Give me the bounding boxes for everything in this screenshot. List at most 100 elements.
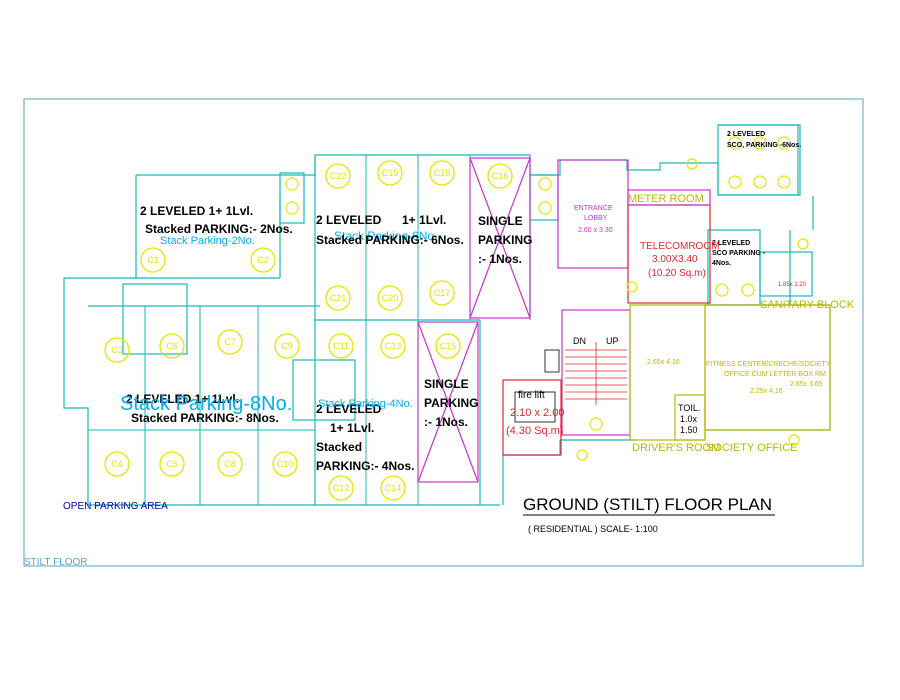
meter-room-label: METER ROOM: [628, 193, 704, 205]
core-rooms: [502, 159, 831, 456]
sco-top-line1: 2 LEVELED: [727, 131, 765, 138]
toilet-size1: 1.0x: [680, 414, 698, 424]
top-left-stack-line1: 2 LEVELED 1+ 1Lvl.: [140, 204, 253, 218]
page-subtitle: ( RESIDENTIAL ) SCALE- 1:100: [528, 524, 658, 534]
fitness-label: FITNESS CENTER/CRECHE/SOCIETY: [706, 361, 831, 368]
car-c22: C22: [325, 163, 351, 189]
entrance-lobby: [557, 159, 629, 269]
svg-text:C16: C16: [492, 171, 509, 181]
svg-text:C11: C11: [333, 341, 349, 351]
car-c1: C1: [140, 247, 166, 273]
entrance-size: 2.60 x 3.30: [578, 227, 613, 234]
single-parking-top: [469, 157, 531, 319]
bike-markers: [285, 136, 809, 461]
single-parking-mid: [417, 321, 479, 483]
svg-text:C10: C10: [277, 459, 294, 469]
toilet-name: TOIL.: [678, 403, 700, 413]
lift-box: [514, 349, 560, 423]
telecom-name: TELECOMROOM: [640, 241, 719, 252]
meter-room: [627, 189, 711, 206]
toilet-size2: 1.50: [680, 425, 698, 435]
car-c8: C8: [217, 451, 243, 477]
driver-size: 2.65x 4.16: [647, 359, 680, 366]
car-c21: C21: [325, 285, 351, 311]
top-mid-stack-line1b: 1+ 1Lvl.: [402, 213, 446, 227]
car-c19: C19: [377, 160, 403, 186]
sanitary-size: 1.85x 1.20: [778, 282, 807, 288]
mid-stack-overlay: Stack Parking-4No.: [318, 398, 413, 410]
left-big-stack-line1: 2 LEVELED 1+ 1Lvl.: [126, 392, 239, 406]
mid-single-line3: :- 1Nos.: [424, 415, 468, 429]
entrance-name1: ENTRANCE: [574, 205, 613, 212]
fire-lift-area: (4.30 Sq.m): [506, 425, 563, 437]
top-mid-stack-line1: 2 LEVELED: [316, 213, 382, 227]
fitness-size2: 2.65x 3.65: [790, 381, 823, 388]
car-c12: C12: [328, 475, 354, 501]
car-c3: C3: [104, 337, 130, 363]
mid-stack-line4: PARKING:- 4Nos.: [316, 459, 414, 473]
frame-label: STILT FLOOR: [24, 557, 88, 568]
svg-text:C8: C8: [224, 459, 236, 469]
top-single-line1: SINGLE: [478, 214, 523, 228]
car-c6: C6: [159, 333, 185, 359]
car-c15: C15: [435, 333, 461, 359]
svg-text:C20: C20: [382, 293, 399, 303]
car-c10: C10: [272, 451, 298, 477]
svg-text:C5: C5: [166, 459, 178, 469]
svg-text:C9: C9: [281, 341, 293, 351]
car-c20: C20: [377, 285, 403, 311]
stair-dn: DN: [573, 336, 586, 346]
mid-stack-line3: Stacked: [316, 440, 362, 454]
car-c11: C11: [328, 333, 354, 359]
fire-lift-size: 2.10 x 2.00: [510, 407, 564, 419]
sco-mid-line3: 4Nos.: [712, 260, 731, 267]
telecom-size: 3.00X3.40: [652, 254, 698, 265]
fire-lift-name: fire lift: [518, 390, 545, 401]
svg-text:C17: C17: [434, 288, 451, 298]
svg-text:C7: C7: [224, 337, 236, 347]
top-mid-stack-overlay: Stack Parking-6No.: [334, 229, 437, 243]
drawing-frame: [23, 98, 864, 567]
car-c2: C2: [250, 247, 276, 273]
sco-mid-line1: 2 LEVELED: [712, 240, 750, 247]
mid-stack-line1: 2 LEVELED: [316, 402, 382, 416]
sco-mid-line2: SCO PARKING -: [712, 250, 766, 257]
svg-text:C3: C3: [111, 345, 123, 355]
car-c9: C9: [274, 333, 300, 359]
car-c18: C18: [429, 160, 455, 186]
car-c4: C4: [104, 451, 130, 477]
sco-top-line2: SCO, PARKING -6Nos.: [727, 142, 801, 149]
fitness-size: 2.25x 4.16: [750, 388, 783, 395]
mid-single-line2: PARKING: [424, 396, 478, 410]
svg-text:C1: C1: [147, 255, 159, 265]
svg-text:C21: C21: [330, 293, 347, 303]
svg-text:C4: C4: [111, 459, 123, 469]
page-title: GROUND (STILT) FLOOR PLAN: [523, 495, 772, 514]
stair-up: UP: [606, 336, 619, 346]
mid-single-line1: SINGLE: [424, 377, 469, 391]
car-c7: C7: [217, 329, 243, 355]
sanitary-block-label: SANITARY BLOCK: [760, 299, 855, 311]
fitness-label2: OFFICE CUM LETTER BOX RM: [724, 371, 826, 378]
svg-text:C15: C15: [440, 341, 457, 351]
left-big-stack-line2: Stacked PARKING:- 8Nos.: [131, 411, 279, 425]
svg-text:C12: C12: [333, 483, 350, 493]
driver-room-label: DRIVER'S ROOM: [632, 442, 720, 454]
society-office-label: SOCIETY OFFICE: [706, 442, 797, 454]
svg-text:C2: C2: [257, 255, 269, 265]
top-single-line3: :- 1Nos.: [478, 252, 522, 266]
mid-stack-line2: 1+ 1Lvl.: [330, 421, 374, 435]
fire-lift-box: [502, 379, 562, 456]
telecom-area: (10.20 Sq.m): [648, 268, 706, 279]
car-c16: C16: [487, 163, 513, 189]
top-mid-stack-line2: Stacked PARKING:- 6Nos.: [316, 233, 464, 247]
left-big-stack-overlay: Stack Parking-8No.: [120, 393, 292, 415]
car-c14: C14: [380, 475, 406, 501]
car-c13: C13: [380, 333, 406, 359]
top-single-line2: PARKING: [478, 233, 532, 247]
svg-text:C18: C18: [434, 168, 451, 178]
top-left-stack-overlay: Stack Parking-2No.: [160, 235, 255, 247]
open-parking-label: OPEN PARKING AREA: [63, 501, 168, 512]
